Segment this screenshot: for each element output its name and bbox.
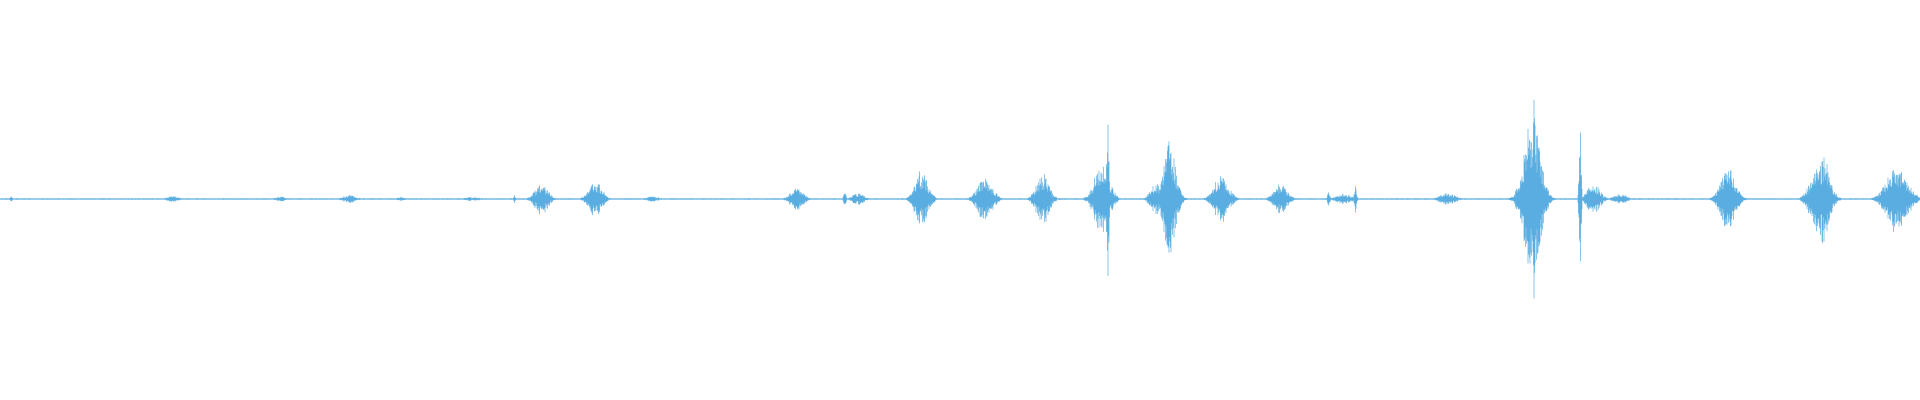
waveform-samples [0, 99, 1920, 299]
waveform-peaks [0, 99, 1920, 299]
